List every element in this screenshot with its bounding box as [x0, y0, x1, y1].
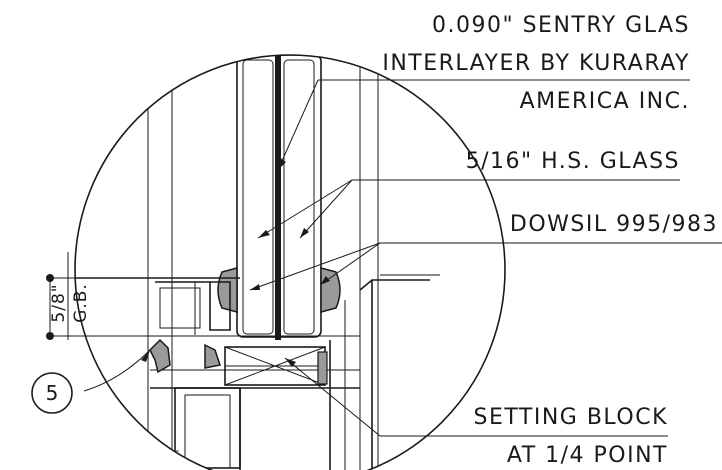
glass-lite-left — [242, 59, 274, 335]
section-geometry — [75, 55, 440, 470]
glazing-clip — [149, 338, 171, 374]
sealant-right — [320, 267, 341, 313]
callout-glass: 5/16" H.S. GLASS — [466, 149, 680, 174]
detail-tag-number: 5 — [46, 381, 59, 405]
callout-interlayer-line3: AMERICA INC. — [520, 89, 690, 114]
callout-sealant: DOWSIL 995/983 — [510, 212, 718, 237]
interlayer — [275, 55, 281, 340]
dimension-value: 5/8" — [49, 283, 69, 322]
dimension-group: 5/8" G.B. — [46, 252, 130, 340]
callout-interlayer-line1: 0.090" SENTRY GLAS — [432, 13, 690, 38]
callout-setting-block-line2: AT 1/4 POINT — [507, 443, 668, 468]
dimension-label: G.B. — [71, 283, 91, 323]
leader-lines — [83, 79, 722, 437]
glass-lite-right — [283, 59, 315, 335]
sealant-left — [217, 267, 238, 313]
detail-circle — [74, 54, 506, 470]
arrowheads — [141, 158, 330, 367]
callout-interlayer-line2: INTERLAYER BY KURARAY — [382, 51, 690, 76]
detail-tag-circle — [31, 372, 73, 414]
callout-setting-block-line1: SETTING BLOCK — [473, 405, 668, 430]
svg-text:˘: ˘ — [175, 449, 181, 461]
